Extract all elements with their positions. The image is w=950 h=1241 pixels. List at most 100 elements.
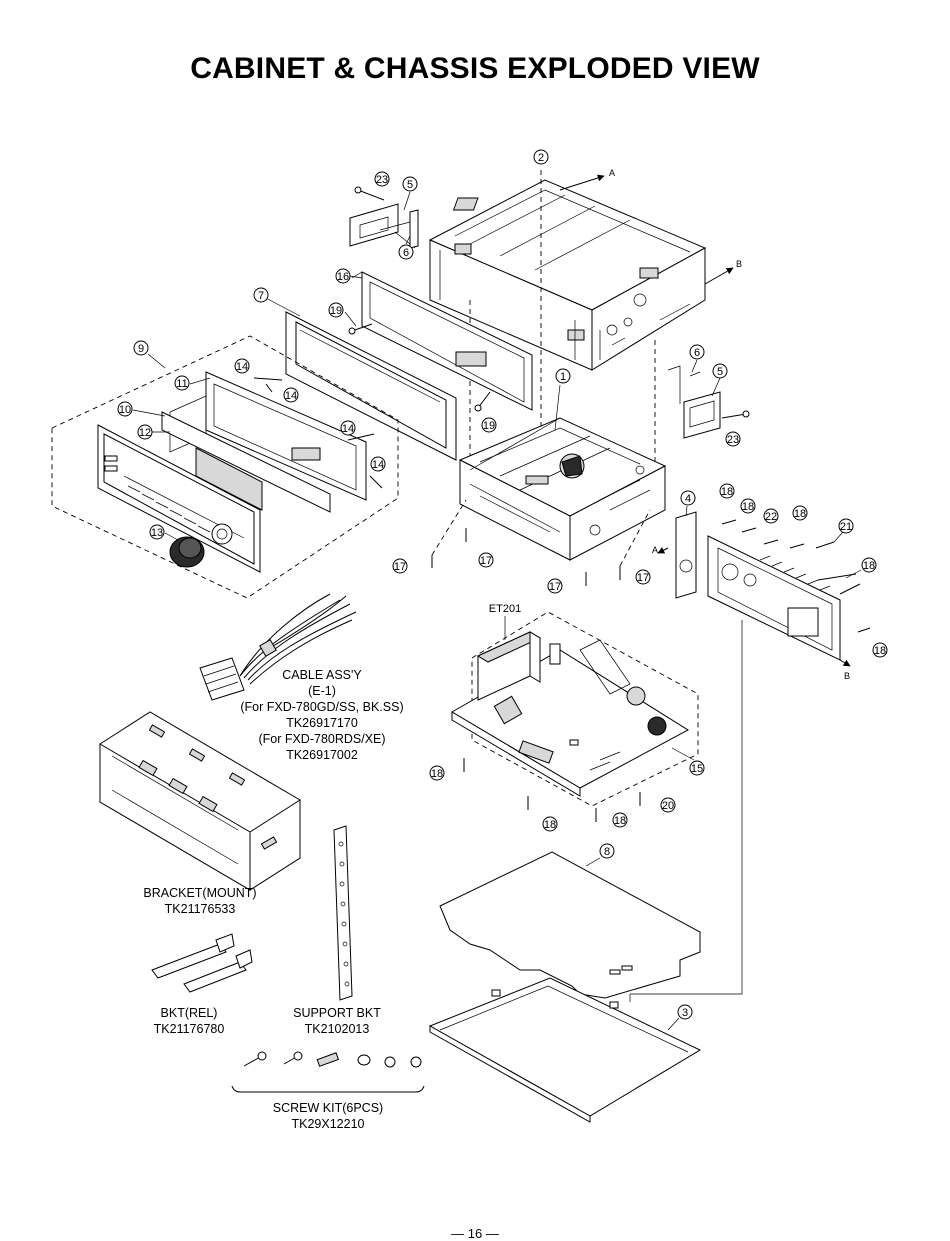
svg-text:6: 6 (403, 247, 409, 259)
bracket-mount-name: BRACKET(MOUNT) (143, 886, 256, 900)
direction-arrow-b-right (839, 659, 851, 667)
screw-kit-label: SCREW KIT(6PCS) TK29X12210 (273, 1101, 383, 1131)
svg-text:23: 23 (376, 174, 388, 186)
callout-20: 20 (660, 797, 676, 813)
svg-text:7: 7 (258, 290, 264, 302)
svg-text:5: 5 (407, 179, 413, 191)
svg-text:17: 17 (549, 581, 561, 593)
callout-22: 22 (763, 508, 779, 524)
svg-text:14: 14 (372, 459, 384, 471)
callout-18-c: 18 (792, 505, 808, 521)
callout-17-a: 17 (392, 558, 408, 574)
screw-19-a (348, 323, 373, 335)
direction-a-right-label: A (652, 545, 658, 555)
front-panel-assembly-boundary (51, 335, 399, 599)
screw-23-top (354, 186, 385, 201)
direction-arrow-a-top (559, 174, 605, 191)
callout-16: 16 (335, 268, 351, 284)
direction-arrow-a-right (657, 547, 669, 554)
mounting-sleeve (99, 711, 301, 891)
support-bkt-name: SUPPORT BKT (293, 1006, 381, 1020)
svg-text:12: 12 (139, 427, 151, 439)
callout-18-a: 18 (719, 483, 735, 499)
screw-kit-name: SCREW KIT(6PCS) (273, 1101, 383, 1115)
cable-variant-2: (For FXD-780RDS/XE) (258, 732, 385, 746)
callout-6-right: 6 (689, 344, 705, 360)
callout-5-top: 5 (402, 176, 418, 192)
svg-text:17: 17 (394, 561, 406, 573)
cable-part-2: TK26917002 (286, 748, 358, 762)
callout-12: 12 (137, 424, 153, 440)
support-bkt-label: SUPPORT BKT TK2102013 (293, 1006, 381, 1036)
svg-text:19: 19 (330, 305, 342, 317)
cable-part-1: TK26917170 (286, 716, 358, 730)
et201-label: ET201 (489, 603, 521, 615)
direction-a-top-label: A (609, 168, 615, 178)
direction-b-right-label: B (844, 671, 850, 681)
svg-text:18: 18 (721, 486, 733, 498)
pcb-screws (463, 758, 641, 822)
callout-21: 21 (838, 518, 854, 534)
svg-text:10: 10 (119, 404, 131, 416)
callout-18-f: 18 (429, 765, 445, 781)
bracket-mount-part: TK21176533 (165, 902, 236, 916)
svg-text:20: 20 (662, 800, 674, 812)
callout-6-top: 6 (398, 244, 414, 260)
callout-18-d: 18 (861, 557, 877, 573)
svg-text:13: 13 (151, 527, 163, 539)
svg-text:5: 5 (717, 366, 723, 378)
svg-text:19: 19 (483, 420, 495, 432)
svg-text:2: 2 (538, 152, 544, 164)
cable-variant-1: (For FXD-780GD/SS, BK.SS) (240, 700, 403, 714)
callout-14-c: 14 (340, 420, 356, 436)
svg-text:15: 15 (691, 763, 703, 775)
svg-text:17: 17 (637, 572, 649, 584)
callout-9: 9 (133, 340, 149, 356)
svg-text:22: 22 (765, 511, 777, 523)
cable-ref: (E-1) (308, 684, 336, 698)
insulator-8 (439, 851, 701, 999)
svg-text:21: 21 (840, 521, 852, 533)
callout-2: 2 (533, 149, 549, 165)
leader-rear-to-cover (630, 620, 743, 995)
bkt-rel-label: BKT(REL) TK21176780 (154, 1006, 225, 1036)
callout-1: 1 (555, 368, 571, 384)
callout-18-e: 18 (872, 642, 888, 658)
side-bracket-right (667, 365, 721, 439)
bkt-rel-name: BKT(REL) (161, 1006, 218, 1020)
et201-module (476, 631, 542, 701)
callout-18-b: 18 (740, 498, 756, 514)
direction-arrow-b-top (704, 267, 734, 285)
callout-23-right: 23 (725, 431, 741, 447)
callout-13: 13 (149, 524, 165, 540)
screw-kit-items (243, 1051, 422, 1068)
callout-5-right: 5 (712, 363, 728, 379)
svg-text:18: 18 (794, 508, 806, 520)
svg-text:18: 18 (742, 501, 754, 513)
svg-text:3: 3 (682, 1007, 688, 1019)
front-panel-10 (97, 424, 263, 573)
volume-knob-13 (169, 536, 205, 568)
callout-7: 7 (253, 287, 269, 303)
rear-screws (721, 519, 871, 633)
lcd-holder-12 (161, 411, 331, 513)
front-frame-16 (351, 271, 533, 411)
callout-18-h: 18 (612, 812, 628, 828)
top-chassis-cover (428, 179, 707, 371)
page-title: CABINET & CHASSIS EXPLODED VIEW (190, 52, 760, 85)
bottom-cover-3 (428, 977, 702, 1123)
page-number: — 16 — (451, 1226, 499, 1241)
svg-text:6: 6 (694, 347, 700, 359)
svg-text:14: 14 (342, 423, 354, 435)
callout-4: 4 (680, 490, 696, 506)
callout-8: 8 (599, 843, 615, 859)
callout-23-top: 23 (374, 171, 390, 187)
callout-3: 3 (677, 1004, 693, 1020)
svg-text:8: 8 (604, 846, 610, 858)
svg-text:11: 11 (176, 378, 187, 390)
callout-14-a: 14 (234, 358, 250, 374)
svg-text:14: 14 (236, 361, 248, 373)
callout-17-b: 17 (478, 552, 494, 568)
svg-text:9: 9 (138, 343, 144, 355)
